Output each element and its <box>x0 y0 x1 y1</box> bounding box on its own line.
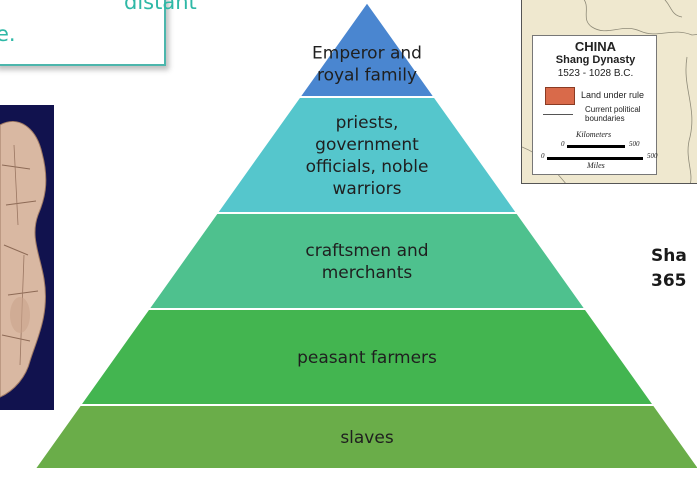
pyramid-tier-2-label-line-2: government <box>315 135 419 155</box>
side-caption-line-2: 365 <box>651 271 687 291</box>
legend-dynasty: Shang Dynasty <box>555 54 636 66</box>
pyramid-tier-1-label-line-2: royal family <box>317 66 417 86</box>
pyramid-tier-1-label-line-1: Emperor and <box>312 44 422 64</box>
callout-text-line-2: e. <box>0 22 16 46</box>
oracle-bone-image <box>0 105 54 410</box>
scale-bar-mi <box>547 157 643 160</box>
pyramid-tier-2-label-line-1: priests, <box>336 113 399 133</box>
scale-mi-zero: 0 <box>541 152 545 160</box>
callout-text-line-1: distant <box>124 0 197 14</box>
text-callout-box: distant e. <box>0 0 197 66</box>
oracle-bone-drawing <box>0 121 47 398</box>
pyramid-tier-5-label-line-1: slaves <box>340 428 394 448</box>
pyramid-tier-3-label-line-2: merchants <box>322 263 413 283</box>
pyramid-tier-2-label-line-3: officials, noble <box>306 157 429 177</box>
pyramid-tier-4-label-line-1: peasant farmers <box>297 348 437 368</box>
pyramid-tier-5 <box>32 404 697 470</box>
scale-kilometers-label: Kilometers <box>576 130 612 139</box>
pyramid-tier-2-label-line-4: warriors <box>333 179 402 199</box>
pyramid-tier-3-label-line-1: craftsmen and <box>305 241 428 261</box>
side-caption-line-1: Sha <box>651 246 687 266</box>
scale-km-500: 500 <box>629 140 640 148</box>
legend-country: CHINA <box>574 39 617 54</box>
scale-miles-label: Miles <box>587 161 605 170</box>
legend-land-label: Land under rule <box>581 90 645 100</box>
scale-km-zero: 0 <box>561 140 565 148</box>
legend-dates: 1523 - 1028 B.C. <box>557 68 634 79</box>
pyramid-tier-3 <box>146 212 588 310</box>
scale-bar-km <box>567 145 625 148</box>
scale-mi-500: 500 <box>647 152 658 160</box>
legend-boundaries-label: Current political boundaries <box>585 105 641 123</box>
land-under-rule-swatch <box>545 87 575 105</box>
boundary-line-sample <box>543 114 573 115</box>
map-legend: CHINA Shang Dynasty 1523 - 1028 B.C. Lan… <box>532 35 658 175</box>
